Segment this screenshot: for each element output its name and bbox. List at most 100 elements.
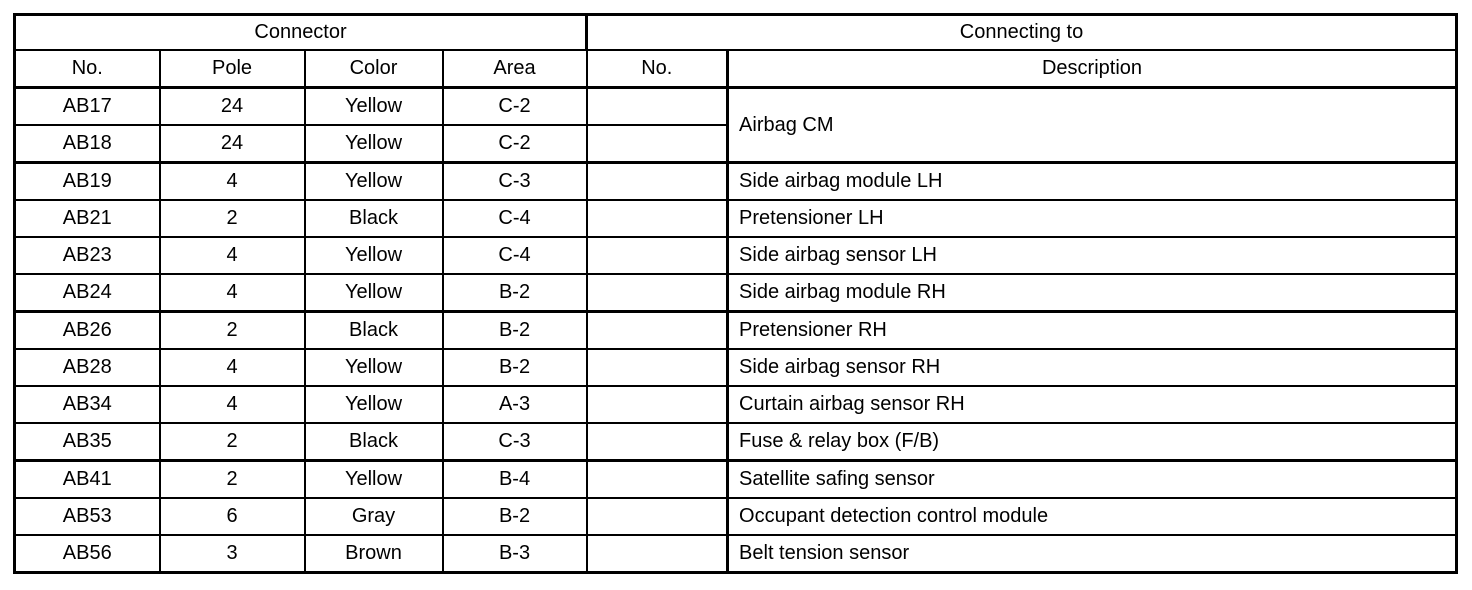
area-cell: B-2 bbox=[441, 348, 588, 387]
connecting-no-cell bbox=[585, 348, 729, 387]
area-cell: C-2 bbox=[441, 124, 588, 164]
connector-no-header: No. bbox=[13, 49, 161, 89]
description-cell: Belt tension sensor bbox=[726, 534, 1458, 574]
connector-no-cell: AB35 bbox=[13, 422, 161, 462]
connecting-to-group-header: Connecting to bbox=[585, 13, 1458, 51]
area-cell: C-4 bbox=[441, 236, 588, 275]
area-cell: B-2 bbox=[441, 497, 588, 536]
connecting-no-cell bbox=[585, 236, 729, 275]
connector-no-cell: AB26 bbox=[13, 310, 161, 350]
connecting-no-header: No. bbox=[585, 49, 729, 89]
connecting-no-cell bbox=[585, 161, 729, 201]
connector-no-cell: AB34 bbox=[13, 385, 161, 424]
connector-no-cell: AB23 bbox=[13, 236, 161, 275]
area-cell: B-2 bbox=[441, 273, 588, 313]
connector-no-cell: AB56 bbox=[13, 534, 161, 574]
color-header: Color bbox=[303, 49, 444, 89]
connecting-no-cell bbox=[585, 124, 729, 164]
color-cell: Yellow bbox=[303, 161, 444, 201]
color-cell: Yellow bbox=[303, 124, 444, 164]
description-cell: Side airbag sensor RH bbox=[726, 348, 1458, 387]
column-header-row: No. Pole Color Area No. Description bbox=[13, 49, 1458, 89]
color-cell: Yellow bbox=[303, 385, 444, 424]
area-header: Area bbox=[441, 49, 588, 89]
color-cell: Brown bbox=[303, 534, 444, 574]
description-cell: Pretensioner LH bbox=[726, 199, 1458, 238]
pole-cell: 4 bbox=[158, 236, 306, 275]
color-cell: Gray bbox=[303, 497, 444, 536]
connector-no-cell: AB53 bbox=[13, 497, 161, 536]
connector-no-cell: AB19 bbox=[13, 161, 161, 201]
connector-no-cell: AB41 bbox=[13, 459, 161, 499]
area-cell: B-2 bbox=[441, 310, 588, 350]
connector-no-cell: AB17 bbox=[13, 86, 161, 126]
color-cell: Yellow bbox=[303, 236, 444, 275]
connector-no-cell: AB24 bbox=[13, 273, 161, 313]
pole-header: Pole bbox=[158, 49, 306, 89]
connecting-no-cell bbox=[585, 385, 729, 424]
color-cell: Yellow bbox=[303, 86, 444, 126]
description-cell: Fuse & relay box (F/B) bbox=[726, 422, 1458, 462]
area-cell: C-3 bbox=[441, 422, 588, 462]
pole-cell: 2 bbox=[158, 310, 306, 350]
connecting-no-cell bbox=[585, 459, 729, 499]
area-cell: B-4 bbox=[441, 459, 588, 499]
description-cell: Side airbag module RH bbox=[726, 273, 1458, 313]
connecting-no-cell bbox=[585, 199, 729, 238]
pole-cell: 2 bbox=[158, 422, 306, 462]
pole-cell: 6 bbox=[158, 497, 306, 536]
connecting-no-cell bbox=[585, 86, 729, 126]
description-cell: Side airbag sensor LH bbox=[726, 236, 1458, 275]
area-cell: A-3 bbox=[441, 385, 588, 424]
description-cell: Occupant detection control module bbox=[726, 497, 1458, 536]
pole-cell: 4 bbox=[158, 273, 306, 313]
connector-group-header: Connector bbox=[13, 13, 588, 51]
connector-table: Connector Connecting to No. Pole Color A… bbox=[13, 13, 1458, 574]
color-cell: Black bbox=[303, 422, 444, 462]
pole-cell: 24 bbox=[158, 86, 306, 126]
pole-cell: 2 bbox=[158, 199, 306, 238]
description-cell: Satellite safing sensor bbox=[726, 459, 1458, 499]
color-cell: Yellow bbox=[303, 459, 444, 499]
group-header-row: Connector Connecting to bbox=[13, 13, 1458, 51]
connecting-no-cell bbox=[585, 273, 729, 313]
area-cell: B-3 bbox=[441, 534, 588, 574]
table-header: Connector Connecting to No. Pole Color A… bbox=[13, 13, 1458, 89]
area-cell: C-3 bbox=[441, 161, 588, 201]
connecting-no-cell bbox=[585, 534, 729, 574]
connector-no-cell: AB21 bbox=[13, 199, 161, 238]
pole-cell: 4 bbox=[158, 348, 306, 387]
description-cell: Airbag CM bbox=[726, 86, 1458, 164]
pole-cell: 4 bbox=[158, 385, 306, 424]
connector-no-cell: AB28 bbox=[13, 348, 161, 387]
description-cell: Side airbag module LH bbox=[726, 161, 1458, 201]
area-cell: C-4 bbox=[441, 199, 588, 238]
connector-no-cell: AB18 bbox=[13, 124, 161, 164]
pole-cell: 4 bbox=[158, 161, 306, 201]
description-cell: Curtain airbag sensor RH bbox=[726, 385, 1458, 424]
connecting-no-cell bbox=[585, 422, 729, 462]
connecting-no-cell bbox=[585, 497, 729, 536]
description-header: Description bbox=[726, 49, 1458, 89]
description-cell: Pretensioner RH bbox=[726, 310, 1458, 350]
pole-cell: 3 bbox=[158, 534, 306, 574]
pole-cell: 24 bbox=[158, 124, 306, 164]
area-cell: C-2 bbox=[441, 86, 588, 126]
color-cell: Black bbox=[303, 310, 444, 350]
color-cell: Yellow bbox=[303, 273, 444, 313]
